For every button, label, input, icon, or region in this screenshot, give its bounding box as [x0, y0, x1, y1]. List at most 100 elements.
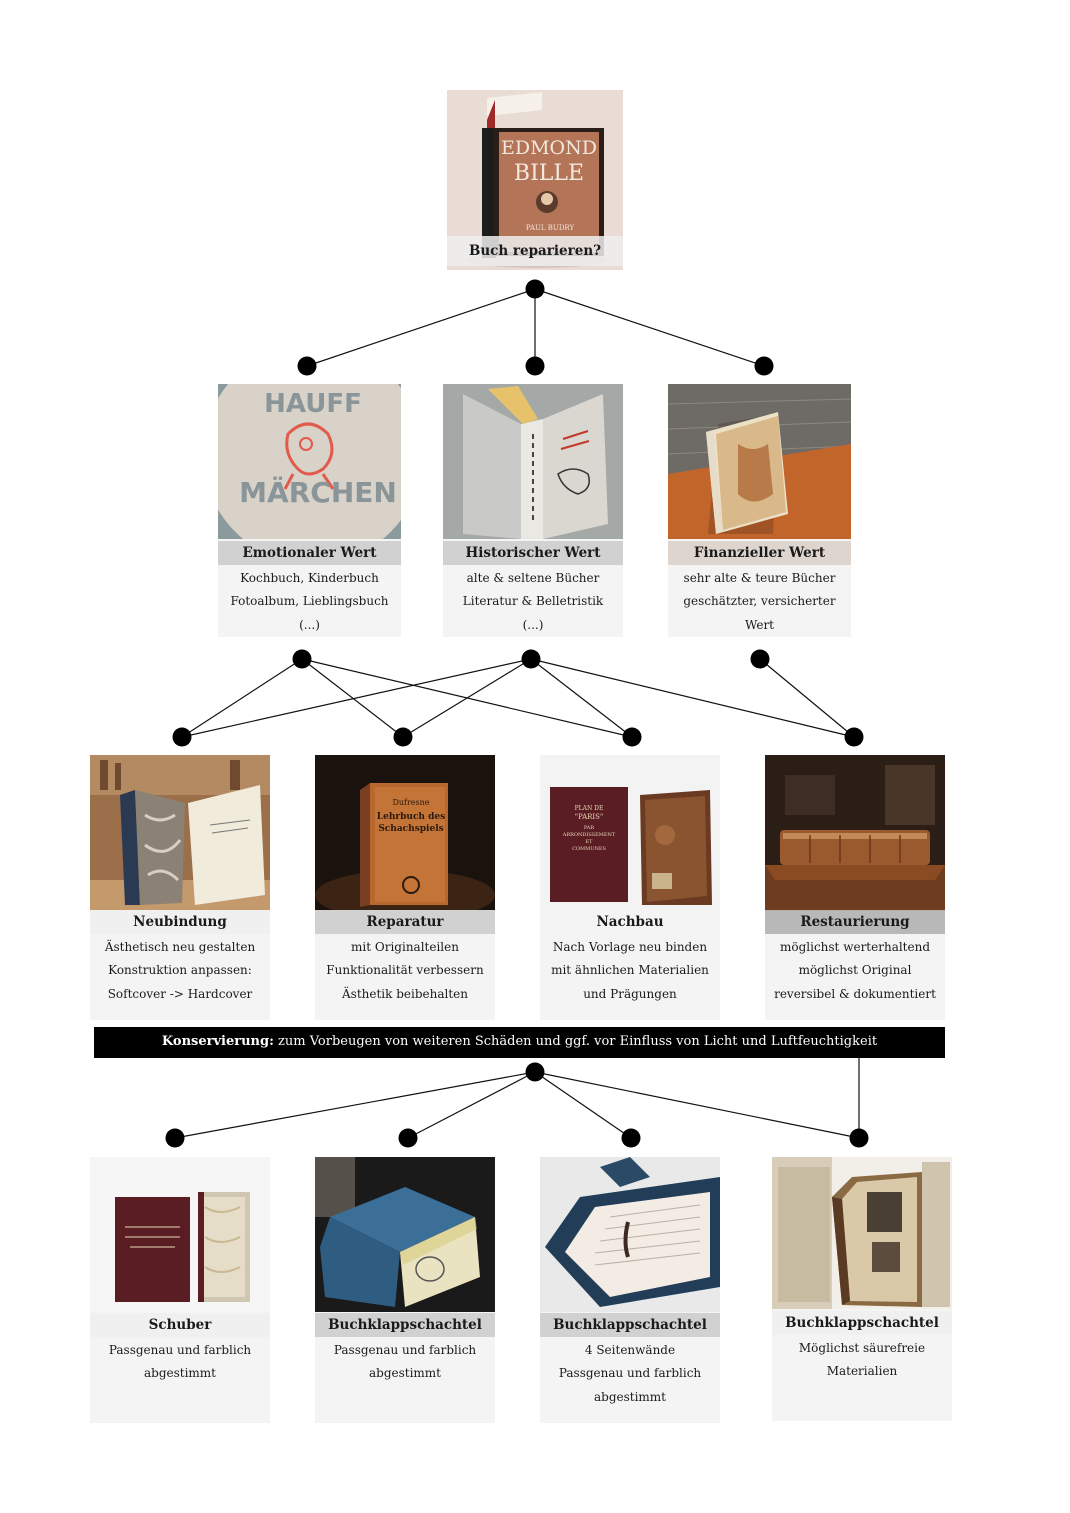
root-card: EDMOND BILLE PAUL BUDRY Buch reparieren?: [447, 90, 623, 270]
node-method-2: [393, 727, 413, 747]
node-value-2: [525, 356, 545, 376]
paris-cover-line3: PAR: [584, 825, 595, 831]
desc-line: geschätzter, versicherter: [683, 594, 836, 609]
desc-line: Passgenau und farblich: [108, 1343, 252, 1357]
root-cover-line1: EDMOND: [501, 137, 597, 159]
photo-slipcase: [90, 1157, 270, 1312]
node-method-4: [844, 727, 864, 747]
method-title-neubindung: Neubindung: [90, 910, 270, 934]
desc-line: abgestimmt: [593, 1389, 667, 1404]
enclosure-title-klappschachtel-1: Buchklappschachtel: [315, 1313, 495, 1337]
method-title-restaurierung: Restaurierung: [765, 910, 945, 934]
desc-line: alte & seltene Bücher: [466, 571, 600, 585]
desc-line: Passgenau und farblich: [333, 1343, 477, 1357]
node-enclosure-3: [621, 1128, 641, 1148]
desc-line: sehr alte & teure Bücher: [683, 571, 836, 585]
value-card-financial: Finanzieller Wert sehr alte & teure Büch…: [668, 384, 851, 637]
chess-cover-line3: Schachspiels: [378, 824, 443, 834]
node-conservation: [525, 1062, 545, 1082]
photo-marbled-books: [90, 755, 270, 910]
node-value-3: [754, 356, 774, 376]
root-cover-line2: BILLE: [514, 161, 584, 186]
conservation-band: Konservierung: zum Vorbeugen von weitere…: [94, 1027, 945, 1058]
method-card-nachbau: PLAN DE "PARIS" PAR ARRONDISSEMENT ET CO…: [540, 755, 720, 1020]
method-title-nachbau: Nachbau: [596, 914, 664, 930]
photo-beige-box: [772, 1157, 952, 1309]
desc-line: Passgenau und farblich: [558, 1366, 702, 1381]
desc-line: Kochbuch, Kinderbuch: [240, 571, 379, 585]
desc-line: mit Originalteilen: [351, 940, 459, 954]
node-value-out-2: [521, 649, 541, 669]
desc-line: Fotoalbum, Lieblingsbuch: [230, 594, 389, 609]
node-method-3: [622, 727, 642, 747]
value-desc-historical: alte & seltene Bücher Literatur & Bellet…: [443, 567, 623, 637]
value-title-financial: Finanzieller Wert: [668, 541, 851, 565]
node-value-out-3: [750, 649, 770, 669]
method-desc-restaurierung: möglichst werterhaltend möglichst Origin…: [765, 936, 945, 1006]
value-title-emotional: Emotionaler Wert: [218, 541, 401, 565]
desc-line: möglichst Original: [798, 963, 912, 978]
enclosure-card-klappschachtel-3: Buchklappschachtel Möglichst säurefreie …: [772, 1157, 952, 1421]
conservation-label: Konservierung:: [161, 1034, 274, 1049]
enclosure-card-klappschachtel-1: Buchklappschachtel Passgenau und farblic…: [315, 1157, 495, 1423]
value-desc-financial: sehr alte & teure Bücher geschätzter, ve…: [668, 567, 851, 637]
desc-line: (...): [522, 617, 544, 632]
desc-line: mit ähnlichen Materialien: [551, 963, 709, 978]
enclosure-desc-klappschachtel-1: Passgenau und farblich abgestimmt: [315, 1339, 495, 1386]
photo-chess-book: Dufresne Lehrbuch des Schachspiels: [315, 755, 495, 910]
node-root: [525, 279, 545, 299]
desc-line: abgestimmt: [368, 1366, 442, 1381]
desc-line: Konstruktion anpassen:: [108, 963, 252, 978]
method-desc-reparatur: mit Originalteilen Funktionalität verbes…: [315, 936, 495, 1006]
desc-line: Materialien: [826, 1364, 898, 1379]
enclosure-desc-klappschachtel-2: 4 Seitenwände Passgenau und farblich abg…: [540, 1339, 720, 1409]
photo-illustrated-book: [668, 384, 851, 539]
photo-portfolio-box: [540, 1157, 720, 1312]
photo-plan-de-paris: PLAN DE "PARIS" PAR ARRONDISSEMENT ET CO…: [540, 755, 720, 910]
cover-maerchen: MÄRCHEN: [239, 475, 397, 509]
paris-cover-line6: COMMUNES: [572, 846, 606, 852]
value-title-historical: Historischer Wert: [443, 541, 623, 565]
paris-cover-line4: ARRONDISSEMENT: [562, 832, 616, 838]
desc-line: möglichst werterhaltend: [779, 940, 931, 954]
method-card-restaurierung: Restaurierung möglichst werterhaltend mö…: [765, 755, 945, 1020]
desc-line: Nach Vorlage neu binden: [552, 940, 708, 954]
desc-line: Softcover -> Hardcover: [107, 986, 253, 1001]
paris-cover-line2: "PARIS": [575, 813, 603, 821]
method-desc-neubindung: Ästhetisch neu gestalten Konstruktion an…: [90, 936, 270, 1006]
node-value-out-1: [292, 649, 312, 669]
photo-hauff-maerchen: HAUFF MÄRCHEN: [218, 384, 401, 539]
enclosure-desc-schuber: Passgenau und farblich abgestimmt: [90, 1339, 270, 1386]
node-value-1: [297, 356, 317, 376]
node-method-1: [172, 727, 192, 747]
desc-line: Möglichst säurefreie: [798, 1341, 926, 1355]
enclosure-title-klappschachtel-3: Buchklappschachtel: [772, 1311, 952, 1335]
desc-line: Funktionalität verbessern: [326, 963, 484, 978]
value-card-historical: Historischer Wert alte & seltene Bücher …: [443, 384, 623, 637]
conservation-text: zum Vorbeugen von weiteren Schäden und g…: [273, 1034, 878, 1049]
method-desc-nachbau: Nach Vorlage neu binden mit ähnlichen Ma…: [540, 936, 720, 1006]
node-enclosure-4: [849, 1128, 869, 1148]
photo-grey-linen-book: [443, 384, 623, 539]
value-desc-emotional: Kochbuch, Kinderbuch Fotoalbum, Liebling…: [218, 567, 401, 637]
enclosure-desc-klappschachtel-3: Möglichst säurefreie Materialien: [772, 1337, 952, 1384]
enclosure-title-schuber: Schuber: [90, 1313, 270, 1337]
cover-hauff: HAUFF: [264, 389, 362, 419]
desc-line: 4 Seitenwände: [584, 1343, 676, 1357]
desc-line: reversibel & dokumentiert: [774, 986, 936, 1001]
method-title-reparatur: Reparatur: [315, 910, 495, 934]
paris-cover-line1: PLAN DE: [575, 805, 604, 812]
node-enclosure-2: [398, 1128, 418, 1148]
desc-line: Ästhetik beibehalten: [342, 986, 468, 1001]
desc-line: abgestimmt: [143, 1366, 217, 1381]
method-card-neubindung: Neubindung Ästhetisch neu gestalten Kons…: [90, 755, 270, 1020]
root-cover-author: PAUL BUDRY: [526, 224, 575, 232]
photo-restored-leather-book: [765, 755, 945, 911]
node-enclosure-1: [165, 1128, 185, 1148]
enclosure-title-klappschachtel-2: Buchklappschachtel: [540, 1313, 720, 1337]
chess-cover-line2: Lehrbuch des: [377, 812, 445, 822]
method-card-reparatur: Dufresne Lehrbuch des Schachspiels Repar…: [315, 755, 495, 1020]
desc-line: und Prägungen: [583, 986, 677, 1001]
desc-line: Ästhetisch neu gestalten: [104, 940, 256, 954]
root-title: Buch reparieren?: [447, 236, 623, 266]
